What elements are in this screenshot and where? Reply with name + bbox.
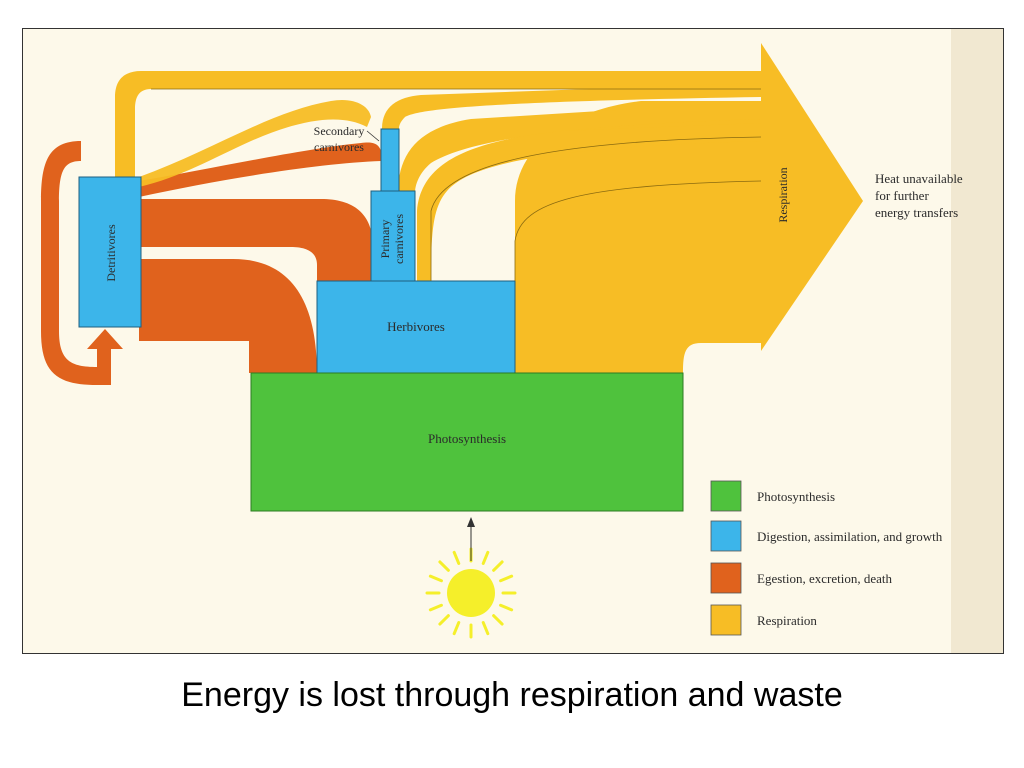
respiration-flow-secondary xyxy=(382,83,761,129)
legend-swatch-respiration xyxy=(710,604,742,636)
sun-ray xyxy=(438,614,450,626)
sun-ray xyxy=(452,550,461,565)
photosynthesis-box xyxy=(250,372,684,512)
legend: Photosynthesis Digestion, assimilation, … xyxy=(710,480,943,636)
sun-ray xyxy=(492,560,504,572)
slide-caption: Energy is lost through respiration and w… xyxy=(181,676,843,714)
heat-label-line1: Heat unavailable xyxy=(875,171,963,186)
secondary-carnivores-box xyxy=(380,128,400,192)
heat-label-line3: energy transfers xyxy=(875,205,958,220)
primary-carnivores-label-line1: Primary xyxy=(378,220,392,259)
egestion-flow-secondary xyxy=(139,142,381,197)
sun-ray xyxy=(481,621,490,636)
legend-label-digestion: Digestion, assimilation, and growth xyxy=(757,529,943,544)
detritivores-box-label: Detritivores xyxy=(104,224,118,282)
legend-label-respiration: Respiration xyxy=(757,613,817,628)
heat-label-line2: for further xyxy=(875,188,929,203)
sun-ray xyxy=(481,550,490,565)
flow-divider-line xyxy=(514,180,762,281)
page-gutter-shadow xyxy=(951,29,1003,653)
photosynthesis-box-label: Photosynthesis xyxy=(428,431,506,446)
energy-flow-figure: Photosynthesis Herbivores Detritivores P… xyxy=(22,28,1004,654)
energy-flow-diagram: Photosynthesis Herbivores Detritivores P… xyxy=(23,29,1003,653)
primary-carnivores-box xyxy=(370,190,416,282)
legend-swatch-egestion xyxy=(710,562,742,594)
sun-ray xyxy=(499,574,514,583)
herbivores-box xyxy=(316,280,516,374)
legend-label-photosynthesis: Photosynthesis xyxy=(757,489,835,504)
respiration-flow-primary xyxy=(398,101,761,193)
sun-icon xyxy=(425,547,517,639)
egestion-flow-herbivores xyxy=(139,259,317,373)
egestion-flow-detritivores-loop xyxy=(41,141,123,385)
sun-ray xyxy=(438,560,450,572)
secondary-carnivores-leader-line xyxy=(366,130,380,142)
egestion-flow-primary xyxy=(139,199,373,281)
respiration-flow-detritivores xyxy=(115,71,761,179)
sun-ray xyxy=(499,603,514,612)
legend-swatch-photosynthesis xyxy=(710,480,742,512)
primary-carnivores-label-line2: carnivores xyxy=(392,214,406,264)
herbivores-box-label: Herbivores xyxy=(387,319,445,334)
sun-ray xyxy=(428,574,443,583)
sunlight-arrowhead xyxy=(467,517,475,527)
sun-ray xyxy=(428,603,443,612)
secondary-carnivores-label-line1: Secondary xyxy=(314,124,365,138)
legend-label-egestion: Egestion, excretion, death xyxy=(757,571,893,586)
respiration-flow-secondary-upper xyxy=(139,99,371,187)
sun-ray xyxy=(492,614,504,626)
sun-core xyxy=(447,569,495,617)
flow-divider-line xyxy=(430,136,762,281)
detritivores-box xyxy=(78,176,142,328)
secondary-carnivores-label-line2: carnivores xyxy=(314,140,364,154)
respiration-arrow-label: Respiration xyxy=(776,167,790,222)
sun-ray xyxy=(452,621,461,636)
legend-swatch-digestion xyxy=(710,520,742,552)
